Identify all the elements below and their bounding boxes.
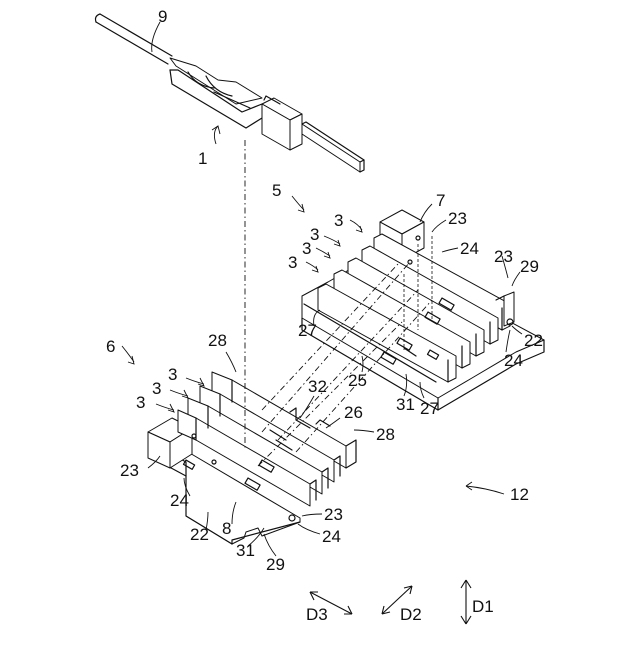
- direction-arrows: [310, 580, 471, 624]
- label-29-lower: 29: [266, 555, 285, 574]
- label-28-lower-b: 28: [376, 425, 395, 444]
- label-7: 7: [436, 191, 445, 210]
- label-3-upper-c: 3: [302, 239, 311, 258]
- label-28-lower-a: 28: [208, 331, 227, 350]
- label-24-lower-a: 24: [170, 491, 189, 510]
- label-29-upper: 29: [520, 257, 539, 276]
- label-31-lower: 31: [236, 541, 255, 560]
- label-1: 1: [198, 149, 207, 168]
- label-27-upper-a: 27: [298, 321, 317, 340]
- label-8: 8: [222, 519, 231, 538]
- label-32: 32: [308, 377, 327, 396]
- wire-and-terminal: [96, 14, 365, 172]
- label-d1: D1: [472, 597, 494, 616]
- label-d3: D3: [306, 605, 328, 624]
- label-6: 6: [106, 337, 115, 356]
- label-5: 5: [272, 181, 281, 200]
- d1-arrow-icon: [461, 580, 471, 624]
- label-23-upper-a: 23: [448, 209, 467, 228]
- label-23-lower-b: 23: [324, 505, 343, 524]
- label-23-upper-b: 23: [494, 247, 513, 266]
- label-3-upper-a: 3: [334, 211, 343, 230]
- label-3-upper-d: 3: [288, 253, 297, 272]
- label-31-upper: 31: [396, 395, 415, 414]
- label-24-lower-b: 24: [322, 527, 341, 546]
- label-26: 26: [344, 403, 363, 422]
- label-25: 25: [348, 371, 367, 390]
- label-3-lower-a: 3: [168, 365, 177, 384]
- label-24-upper-b: 24: [504, 351, 523, 370]
- label-27-upper-b: 27: [420, 399, 439, 418]
- label-23-lower-a: 23: [120, 461, 139, 480]
- label-24-upper-a: 24: [460, 239, 479, 258]
- label-22-lower: 22: [190, 525, 209, 544]
- label-d2: D2: [400, 605, 422, 624]
- label-9: 9: [158, 7, 167, 26]
- label-3-lower-b: 3: [152, 379, 161, 398]
- label-3-lower-c: 3: [136, 393, 145, 412]
- label-22-upper: 22: [524, 331, 543, 350]
- label-12: 12: [510, 485, 529, 504]
